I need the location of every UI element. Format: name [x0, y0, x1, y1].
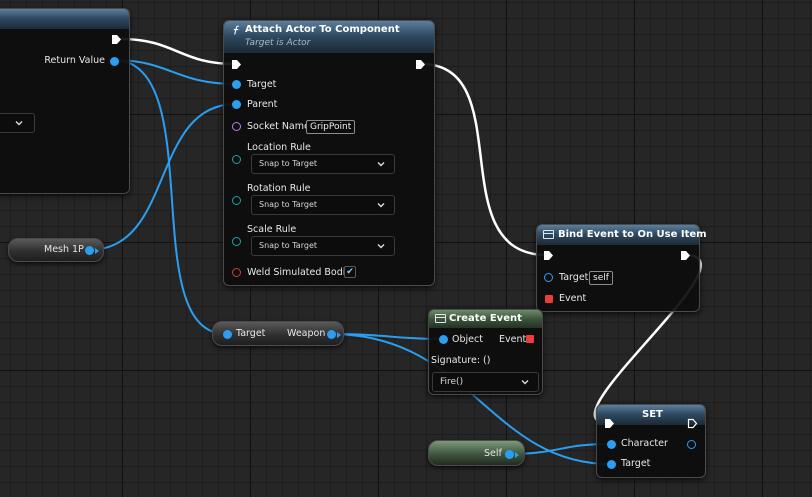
location-rule-label: Location Rule	[247, 142, 311, 153]
checkmark-icon: ✔	[346, 267, 354, 277]
target-label: Target	[247, 79, 277, 90]
function-icon	[233, 25, 239, 35]
set-node-title: SET	[642, 409, 663, 420]
bind-event-title: Bind Event to On Use Item	[558, 229, 707, 240]
create-event-event-pin[interactable]	[526, 335, 534, 343]
target-pin[interactable]	[232, 80, 241, 89]
create-event-title: Create Event	[449, 313, 522, 324]
chevron-down-icon	[377, 244, 385, 249]
function-dropdown[interactable]: Fire()	[432, 372, 539, 392]
create-event-node[interactable]: Create Event Object Event Signature: () …	[428, 309, 543, 395]
chevron-down-icon	[521, 380, 529, 385]
exec-wire-left-to-attach	[119, 37, 237, 66]
weld-label: Weld Simulated Bodies	[247, 267, 357, 278]
pin-arrow-icon	[515, 452, 519, 458]
chevron-down-icon	[377, 203, 385, 208]
self-label: Self	[484, 448, 502, 459]
pin-arrow-icon	[95, 248, 99, 254]
parent-label: Parent	[247, 99, 278, 110]
socket-name-pin[interactable]	[232, 122, 241, 131]
event-dispatcher-icon	[543, 230, 554, 239]
weapon-output-label: Weapon	[287, 328, 326, 339]
weapon-target-label: Target	[236, 328, 266, 339]
set-target-label: Target	[621, 458, 651, 469]
create-event-object-label: Object	[452, 334, 483, 345]
bind-target-default[interactable]: self	[589, 271, 613, 285]
weapon-getter[interactable]: Target Weapon	[212, 321, 344, 346]
scale-rule-value: Snap to Target	[259, 241, 317, 250]
left-node[interactable]: Return Value	[0, 8, 130, 194]
rotation-rule-value: Snap to Target	[259, 200, 317, 209]
object-wire-weapon-to-object	[330, 333, 444, 340]
exec-output-pin[interactable]	[687, 418, 698, 429]
location-rule-dropdown[interactable]: Snap to Target	[251, 154, 395, 174]
socket-name-label: Socket Name	[247, 121, 310, 132]
location-rule-pin[interactable]	[232, 155, 241, 164]
function-value: Fire()	[440, 377, 464, 387]
attach-actor-header	[224, 21, 434, 53]
bind-event-node[interactable]: Bind Event to On Use Item Target self Ev…	[536, 224, 707, 312]
object-wire-return-to-target	[112, 59, 237, 85]
set-target-pin[interactable]	[607, 460, 616, 469]
socket-name-input[interactable]: GripPoint	[306, 120, 356, 134]
self-variable[interactable]: Self	[428, 440, 525, 466]
self-output-pin[interactable]	[505, 450, 514, 459]
signature-label: Signature: ()	[431, 355, 491, 366]
set-output-pin[interactable]	[687, 440, 696, 449]
set-character-pin[interactable]	[607, 440, 616, 449]
create-event-event-label: Event	[499, 334, 527, 345]
exec-input-pin[interactable]	[543, 250, 554, 261]
return-value-label: Return Value	[44, 55, 105, 66]
set-node[interactable]: SET Character Target	[596, 404, 706, 478]
exec-input-pin[interactable]	[231, 59, 242, 70]
location-rule-value: Snap to Target	[259, 159, 317, 168]
pin-arrow-icon	[337, 332, 341, 338]
chevron-down-icon	[377, 162, 385, 167]
bind-event-label: Event	[559, 293, 587, 304]
rotation-rule-pin[interactable]	[232, 196, 241, 205]
set-character-label: Character	[621, 438, 668, 449]
weld-checkbox[interactable]: ✔	[344, 266, 356, 278]
create-event-header	[429, 310, 542, 328]
mesh-1p-label: Mesh 1P	[44, 244, 84, 255]
exec-wire-attach-to-bind	[419, 62, 549, 257]
left-node-header	[0, 9, 129, 29]
exec-input-pin[interactable]	[604, 418, 615, 429]
bind-event-header	[537, 225, 699, 245]
return-value-pin[interactable]	[110, 57, 119, 66]
scale-rule-pin[interactable]	[232, 237, 241, 246]
rotation-rule-label: Rotation Rule	[247, 183, 311, 194]
mesh-1p-output-pin[interactable]	[85, 246, 94, 255]
mesh-1p-variable[interactable]: Mesh 1P	[8, 238, 104, 262]
scale-rule-dropdown[interactable]: Snap to Target	[251, 236, 395, 256]
chevron-down-icon	[15, 121, 23, 126]
exec-output-pin[interactable]	[415, 59, 426, 70]
attach-actor-title: Attach Actor To Component	[245, 24, 400, 35]
weapon-output-pin[interactable]	[327, 330, 336, 339]
left-node-dropdown[interactable]	[0, 113, 35, 133]
bind-event-pin[interactable]	[545, 295, 553, 303]
weld-pin[interactable]	[232, 268, 241, 277]
bind-target-pin[interactable]	[544, 273, 553, 282]
event-dispatcher-icon	[435, 314, 446, 323]
exec-output-pin[interactable]	[111, 34, 122, 45]
bind-target-label: Target	[559, 272, 589, 283]
attach-actor-node[interactable]: Attach Actor To Component Target is Acto…	[223, 20, 435, 286]
rotation-rule-dropdown[interactable]: Snap to Target	[251, 195, 395, 215]
weapon-target-pin[interactable]	[223, 330, 232, 339]
create-event-object-pin[interactable]	[439, 335, 448, 344]
parent-pin[interactable]	[232, 100, 241, 109]
exec-output-pin[interactable]	[680, 250, 691, 261]
scale-rule-label: Scale Rule	[247, 224, 297, 235]
attach-actor-subtitle: Target is Actor	[245, 38, 311, 48]
